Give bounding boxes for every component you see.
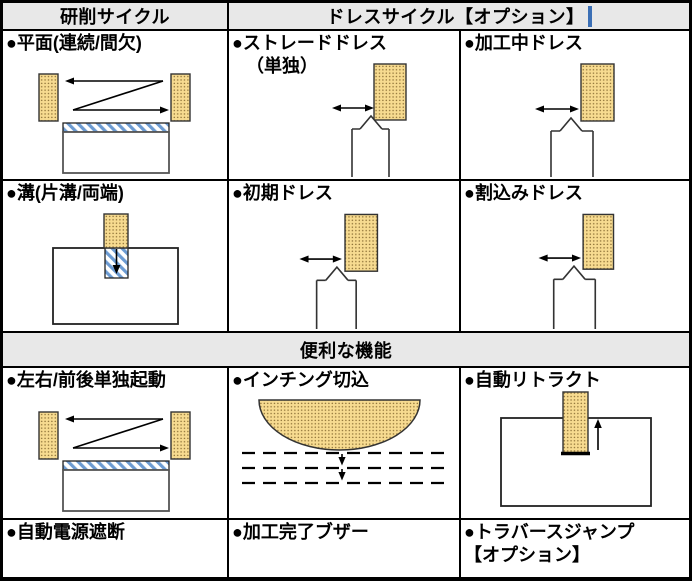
grinding-wheel-icon <box>170 411 191 460</box>
grinding-wheel-icon <box>103 213 129 249</box>
grinding-wheel-icon <box>170 73 191 122</box>
workpiece <box>62 469 170 512</box>
grinding-wheel-icon <box>258 399 421 451</box>
cell-independent-start: ●左右/前後単独起動 <box>3 368 227 518</box>
in-process-dress-diagram <box>535 63 615 177</box>
header-useful-functions-label: 便利な機能 <box>299 340 393 361</box>
grinding-wheel-icon <box>344 213 379 272</box>
header-grinding-cycle-label: 研削サイクル <box>59 7 171 27</box>
independent-start-label: ●左右/前後単独起動 <box>6 370 166 390</box>
dresser-point <box>325 265 349 281</box>
auto-retract-label: ●自動リトラクト <box>464 370 601 390</box>
cell-plane-grinding: ●平面(連続/間欠) <box>3 31 227 179</box>
initial-dress-label: ●初期ドレス <box>232 183 333 203</box>
workpiece <box>62 131 170 174</box>
inching-infeed-diagram <box>242 399 446 485</box>
dresser-body <box>552 278 597 329</box>
header-dress-cycle-label: ドレスサイクル【オプション】 <box>326 7 585 27</box>
cell-auto-power-off: ●自動電源遮断 <box>3 520 227 577</box>
straight-dress-label: ●ストレードドレス （単独） <box>232 33 387 77</box>
auto-retract-diagram <box>500 391 652 507</box>
initial-dress-diagram <box>299 213 379 329</box>
dresser-point <box>359 114 383 130</box>
cell-interrupt-dress: ●割込みドレス <box>461 181 689 331</box>
inching-infeed-label: ●インチング切込 <box>232 370 369 390</box>
interrupt-dress-label: ●割込みドレス <box>464 183 583 203</box>
grinding-wheel-icon <box>38 73 59 122</box>
dresser-body <box>315 279 357 329</box>
dresser-point <box>562 264 586 280</box>
plane-grinding-label: ●平面(連続/間欠) <box>6 33 142 53</box>
header-dress-cycle: ドレスサイクル【オプション】 <box>229 3 689 29</box>
text-cursor <box>587 5 592 27</box>
grinding-wheel-icon <box>38 411 59 460</box>
grinding-wheel-icon <box>580 63 615 122</box>
groove-grinding-diagram <box>52 213 179 325</box>
groove-grinding-label: ●溝(片溝/両端) <box>6 183 124 203</box>
dresser-point <box>559 116 583 132</box>
grinding-wheel-icon <box>562 391 589 454</box>
grinding-wheel-icon <box>582 213 615 270</box>
cell-completion-buzzer: ●加工完了ブザー <box>229 520 459 577</box>
dresser-body <box>351 128 390 177</box>
in-process-dress-label: ●加工中ドレス <box>464 33 583 53</box>
grinding-wheel-icon <box>373 63 407 121</box>
plane-grinding-diagram <box>38 73 191 174</box>
cell-groove-grinding: ●溝(片溝/両端) <box>3 181 227 331</box>
cell-auto-retract: ●自動リトラクト <box>461 368 689 518</box>
cell-initial-dress: ●初期ドレス <box>229 181 459 331</box>
cell-inching-infeed: ●インチング切込 <box>229 368 459 518</box>
dresser-body <box>550 130 594 177</box>
cell-in-process-dress: ●加工中ドレス <box>461 31 689 179</box>
header-useful-functions: 便利な機能 <box>3 333 689 366</box>
completion-buzzer-label: ●加工完了ブザー <box>232 522 369 542</box>
zigzag-path <box>72 418 164 449</box>
stock-allowance <box>62 122 170 133</box>
cell-traverse-jump: ●トラバースジャンプ 【オプション】 <box>461 520 689 577</box>
cell-straight-dress: ●ストレードドレス （単独） <box>229 31 459 179</box>
independent-start-diagram <box>38 411 191 512</box>
stock-allowance <box>62 460 170 471</box>
interrupt-dress-diagram <box>538 213 615 329</box>
traverse-jump-label: ●トラバースジャンプ 【オプション】 <box>464 522 635 566</box>
straight-dress-diagram <box>332 63 407 177</box>
auto-power-off-label: ●自動電源遮断 <box>6 522 125 542</box>
header-grinding-cycle: 研削サイクル <box>3 3 227 29</box>
zigzag-path <box>72 80 164 111</box>
